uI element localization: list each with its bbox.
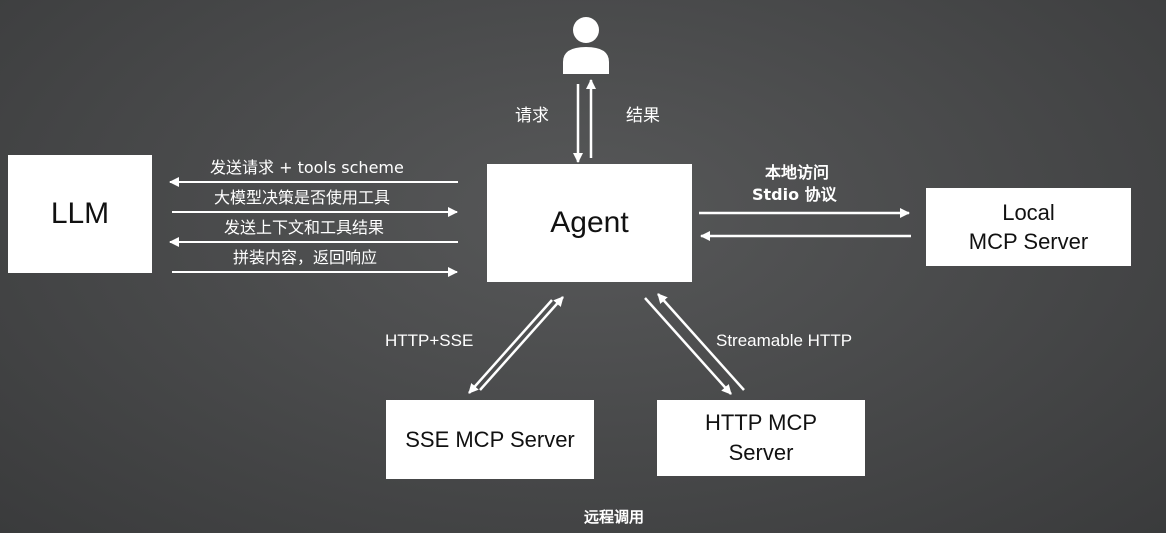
llm-message-send-context: 发送上下文和工具结果 (224, 218, 385, 237)
local-access-label: 本地访问 (765, 163, 830, 182)
llm-node: LLM (8, 155, 152, 273)
arrow-agent-to-sse (468, 299, 553, 394)
llm-message-return-response: 拼装内容，返回响应 (233, 248, 378, 267)
remote-call-label: 远程调用 (584, 508, 645, 526)
agent-node: Agent (487, 164, 692, 282)
streamable-http-label: Streamable HTTP (716, 331, 853, 350)
arrow-http-to-agent (657, 293, 745, 391)
local-mcp-server-node: Local MCP Server (926, 188, 1131, 266)
http-sse-label: HTTP+SSE (385, 331, 474, 350)
user-result-label: 结果 (626, 106, 660, 126)
llm-message-tool-decision: 大模型决策是否使用工具 (214, 188, 391, 207)
arrow-agent-to-http (644, 297, 732, 395)
user-icon (563, 17, 609, 74)
llm-message-send-request: 发送请求 + tools scheme (210, 158, 404, 177)
sse-mcp-server-node: SSE MCP Server (386, 400, 594, 479)
arrow-sse-to-agent (479, 296, 564, 391)
http-mcp-server-node: HTTP MCP Server (657, 400, 865, 476)
stdio-protocol-label: Stdio 协议 (752, 185, 837, 204)
user-request-label: 请求 (515, 106, 549, 126)
